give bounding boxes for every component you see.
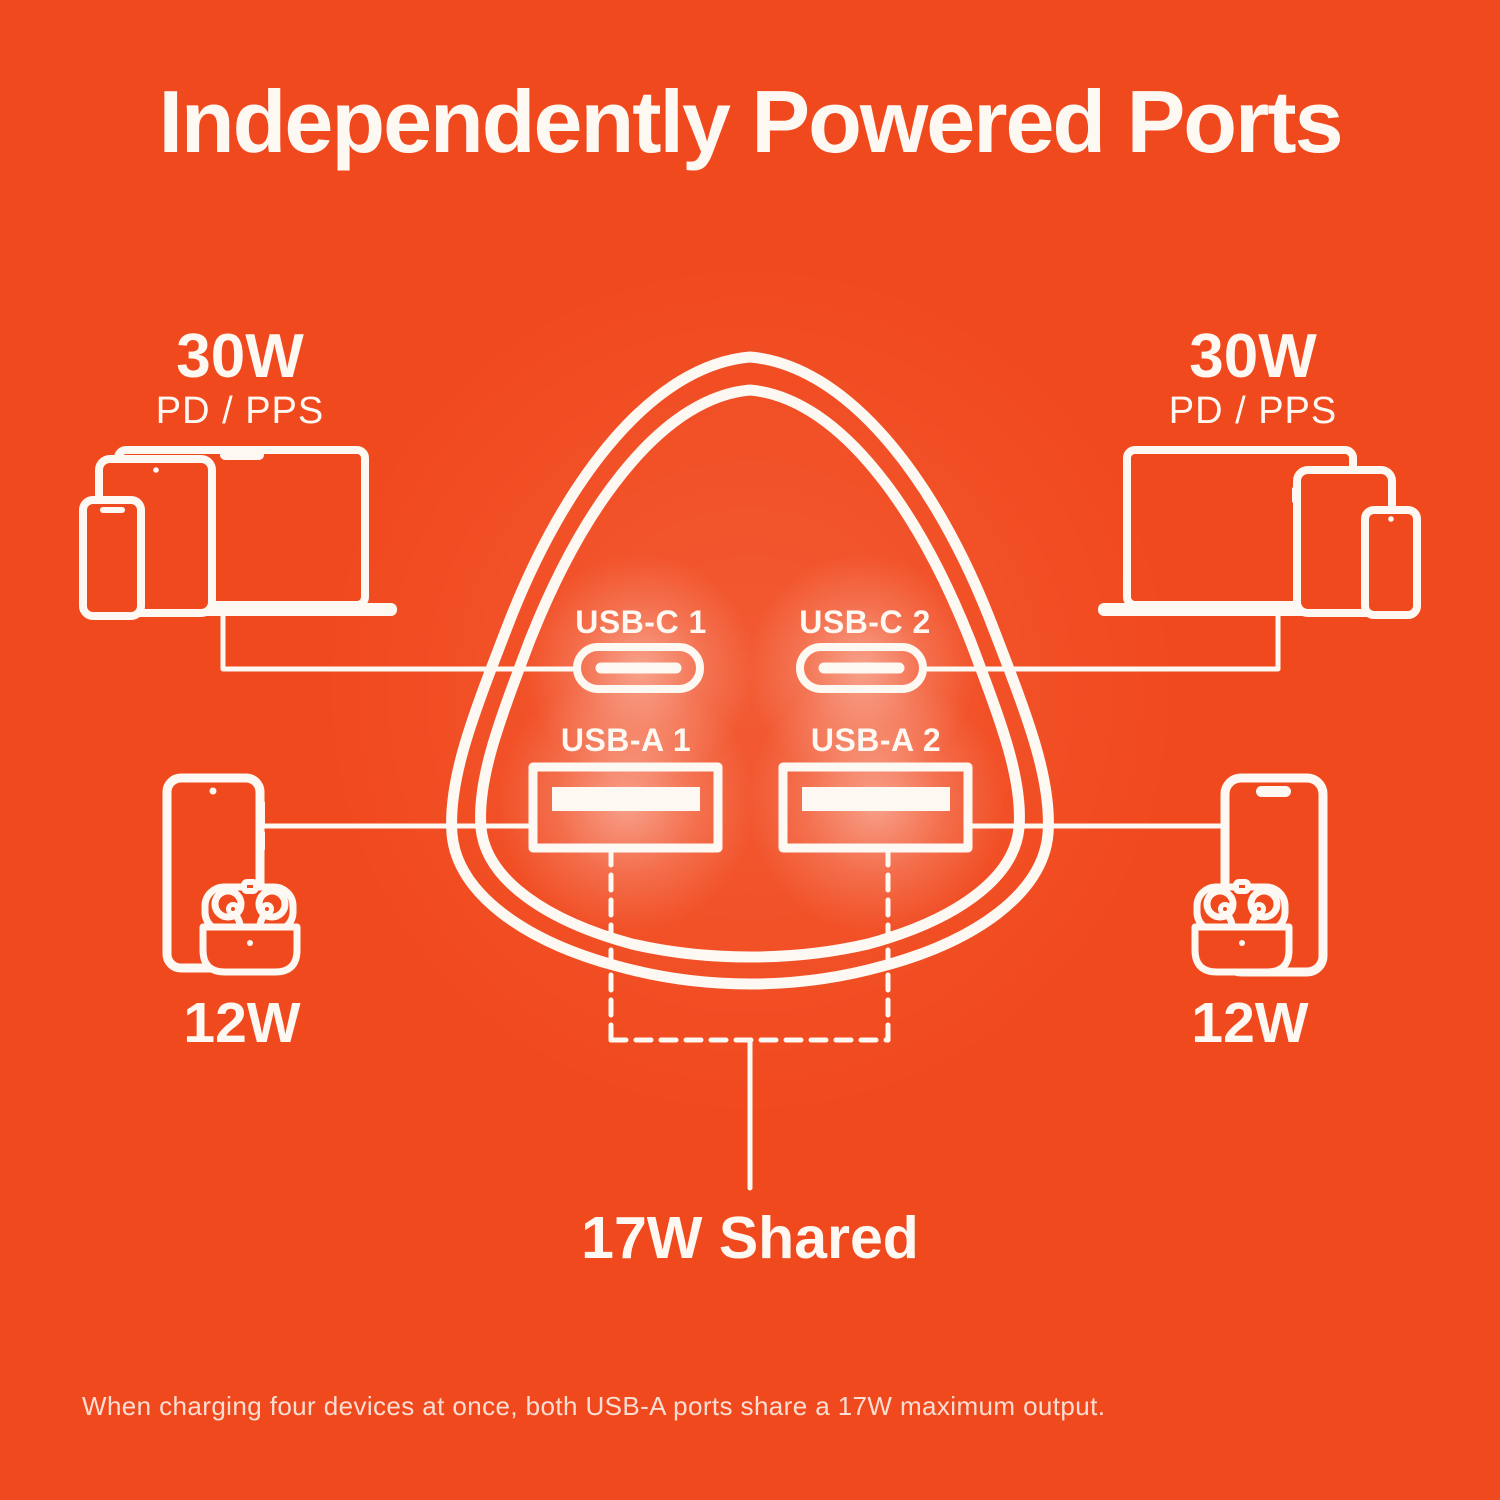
tablet-camera-dot [153, 467, 159, 473]
earbuds-icon [1195, 882, 1289, 972]
usb-a1-port-tongue [552, 787, 700, 811]
earbuds-icon [199, 879, 301, 976]
usb-c1-port-icon [573, 643, 704, 693]
left-top-protocol: PD / PPS [155, 390, 325, 432]
device-cluster-right-top [1098, 446, 1421, 619]
usb-a1-label: USB-A 1 [560, 722, 692, 758]
earbud-tip-right [260, 902, 274, 916]
charger-inner-outline [475, 384, 1025, 963]
phone-side-button [1321, 843, 1327, 867]
left-top-wattage-block: 30W PD / PPS [90, 326, 390, 434]
earbuds-led-dot [247, 940, 253, 946]
phone-icon [1361, 506, 1421, 619]
device-cluster-right-bottom [1195, 773, 1328, 977]
phone-side-button [259, 831, 265, 851]
footnote-text: When charging four devices at once, both… [82, 1391, 1106, 1421]
usb-a1-port-icon [528, 762, 723, 853]
tablet-side-button [1292, 487, 1297, 503]
right-bottom-wattage: 12W [1191, 991, 1309, 1055]
phone-icon [79, 496, 145, 620]
connector-lines [220, 613, 1281, 1191]
right-top-protocol: PD / PPS [1168, 390, 1338, 432]
page-title: Independently Powered Ports [158, 72, 1343, 171]
left-top-wattage: 30W [176, 322, 304, 391]
usb-a-ports [528, 762, 973, 853]
usb-a2-port-icon [778, 762, 973, 853]
usb-a2-label: USB-A 2 [810, 722, 942, 758]
device-cluster-left-bottom [162, 773, 301, 976]
usb-c2-label: USB-C 2 [799, 604, 931, 640]
connector-right-top [920, 613, 1281, 672]
phone-side-button [1221, 833, 1227, 851]
usb-c2-port-icon [796, 643, 927, 693]
right-top-wattage: 30W [1189, 322, 1317, 391]
shared-wattage-label: 17W Shared [581, 1205, 919, 1271]
connector-left-top [220, 613, 580, 672]
phone-camera-dot [209, 787, 217, 795]
device-cluster-left-top [79, 446, 397, 620]
usb-c1-label: USB-C 1 [575, 604, 707, 640]
right-top-wattage-block: 30W PD / PPS [1103, 326, 1403, 434]
usb-c-ports [573, 643, 927, 693]
earbud-tip-left [226, 902, 240, 916]
laptop-notch [220, 449, 264, 460]
laptop-base [1098, 603, 1350, 616]
earbuds-hinge [241, 879, 259, 894]
phone-camera-dot [1388, 516, 1394, 522]
charger-outline [446, 351, 1054, 990]
charger-outer-outline [446, 351, 1054, 990]
usb-a2-port-tongue [802, 787, 950, 811]
phone-dynamic-island [1256, 786, 1291, 797]
earbuds-case [199, 923, 301, 976]
left-bottom-wattage: 12W [183, 991, 301, 1055]
phone-side-button [259, 801, 265, 825]
